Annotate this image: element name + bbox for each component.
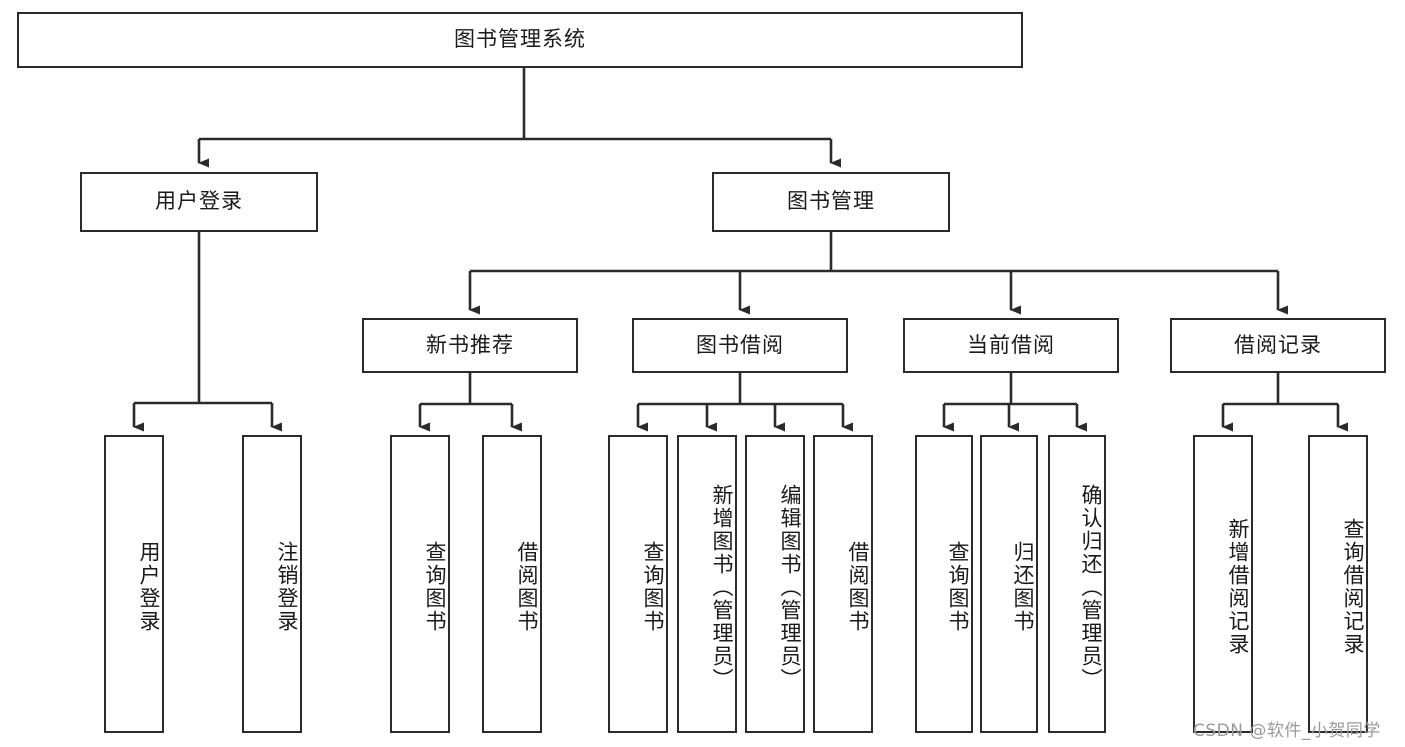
node-leaf-edit-book-label: 编辑图书（管理员） [778, 483, 802, 691]
node-leaf-return-book-label: 归还图书 [1011, 541, 1035, 633]
node-book-borrow[interactable]: 图书借阅 [632, 318, 848, 373]
node-leaf-return-book[interactable]: 归还图书 [980, 435, 1038, 733]
csdn-watermark: CSDN @软件_小贺同学 [1193, 721, 1381, 741]
node-leaf-add-record[interactable]: 新增借阅记录 [1193, 435, 1253, 733]
node-book-manage[interactable]: 图书管理 [712, 172, 950, 232]
node-leaf-query-record-label: 查询借阅记录 [1341, 518, 1365, 656]
node-leaf-borrow-book-1-label: 借阅图书 [515, 541, 539, 633]
node-current-borrow[interactable]: 当前借阅 [903, 318, 1119, 373]
node-leaf-add-book[interactable]: 新增图书（管理员） [677, 435, 737, 733]
node-user-login-label: 用户登录 [155, 189, 243, 214]
node-borrow-record[interactable]: 借阅记录 [1170, 318, 1386, 373]
node-book-manage-label: 图书管理 [787, 189, 875, 214]
node-root[interactable]: 图书管理系统 [17, 12, 1023, 68]
node-new-book-recommend-label: 新书推荐 [426, 332, 514, 357]
node-new-book-recommend[interactable]: 新书推荐 [362, 318, 578, 373]
node-leaf-edit-book[interactable]: 编辑图书（管理员） [745, 435, 805, 733]
node-leaf-query-book-3-label: 查询图书 [946, 541, 970, 633]
node-leaf-query-book-2-label: 查询图书 [641, 541, 665, 633]
node-root-label: 图书管理系统 [454, 27, 586, 52]
node-leaf-confirm-return[interactable]: 确认归还（管理员） [1048, 435, 1106, 733]
node-leaf-query-book-2[interactable]: 查询图书 [608, 435, 668, 733]
node-leaf-user-login-label: 用户登录 [137, 541, 161, 633]
node-leaf-query-record[interactable]: 查询借阅记录 [1308, 435, 1368, 733]
node-borrow-record-label: 借阅记录 [1234, 332, 1322, 357]
node-leaf-user-login[interactable]: 用户登录 [104, 435, 164, 733]
node-leaf-add-book-label: 新增图书（管理员） [710, 483, 734, 691]
node-current-borrow-label: 当前借阅 [967, 332, 1055, 357]
node-leaf-borrow-book-1[interactable]: 借阅图书 [482, 435, 542, 733]
node-leaf-query-book-3[interactable]: 查询图书 [915, 435, 973, 733]
node-user-login[interactable]: 用户登录 [80, 172, 318, 232]
node-leaf-logout-label: 注销登录 [275, 541, 299, 633]
node-leaf-borrow-book-2-label: 借阅图书 [846, 541, 870, 633]
node-leaf-logout[interactable]: 注销登录 [242, 435, 302, 733]
node-leaf-confirm-return-label: 确认归还（管理员） [1079, 483, 1103, 691]
node-leaf-add-record-label: 新增借阅记录 [1226, 518, 1250, 656]
node-leaf-borrow-book-2[interactable]: 借阅图书 [813, 435, 873, 733]
node-leaf-query-book-1-label: 查询图书 [423, 541, 447, 633]
node-leaf-query-book-1[interactable]: 查询图书 [390, 435, 450, 733]
node-book-borrow-label: 图书借阅 [696, 332, 784, 357]
